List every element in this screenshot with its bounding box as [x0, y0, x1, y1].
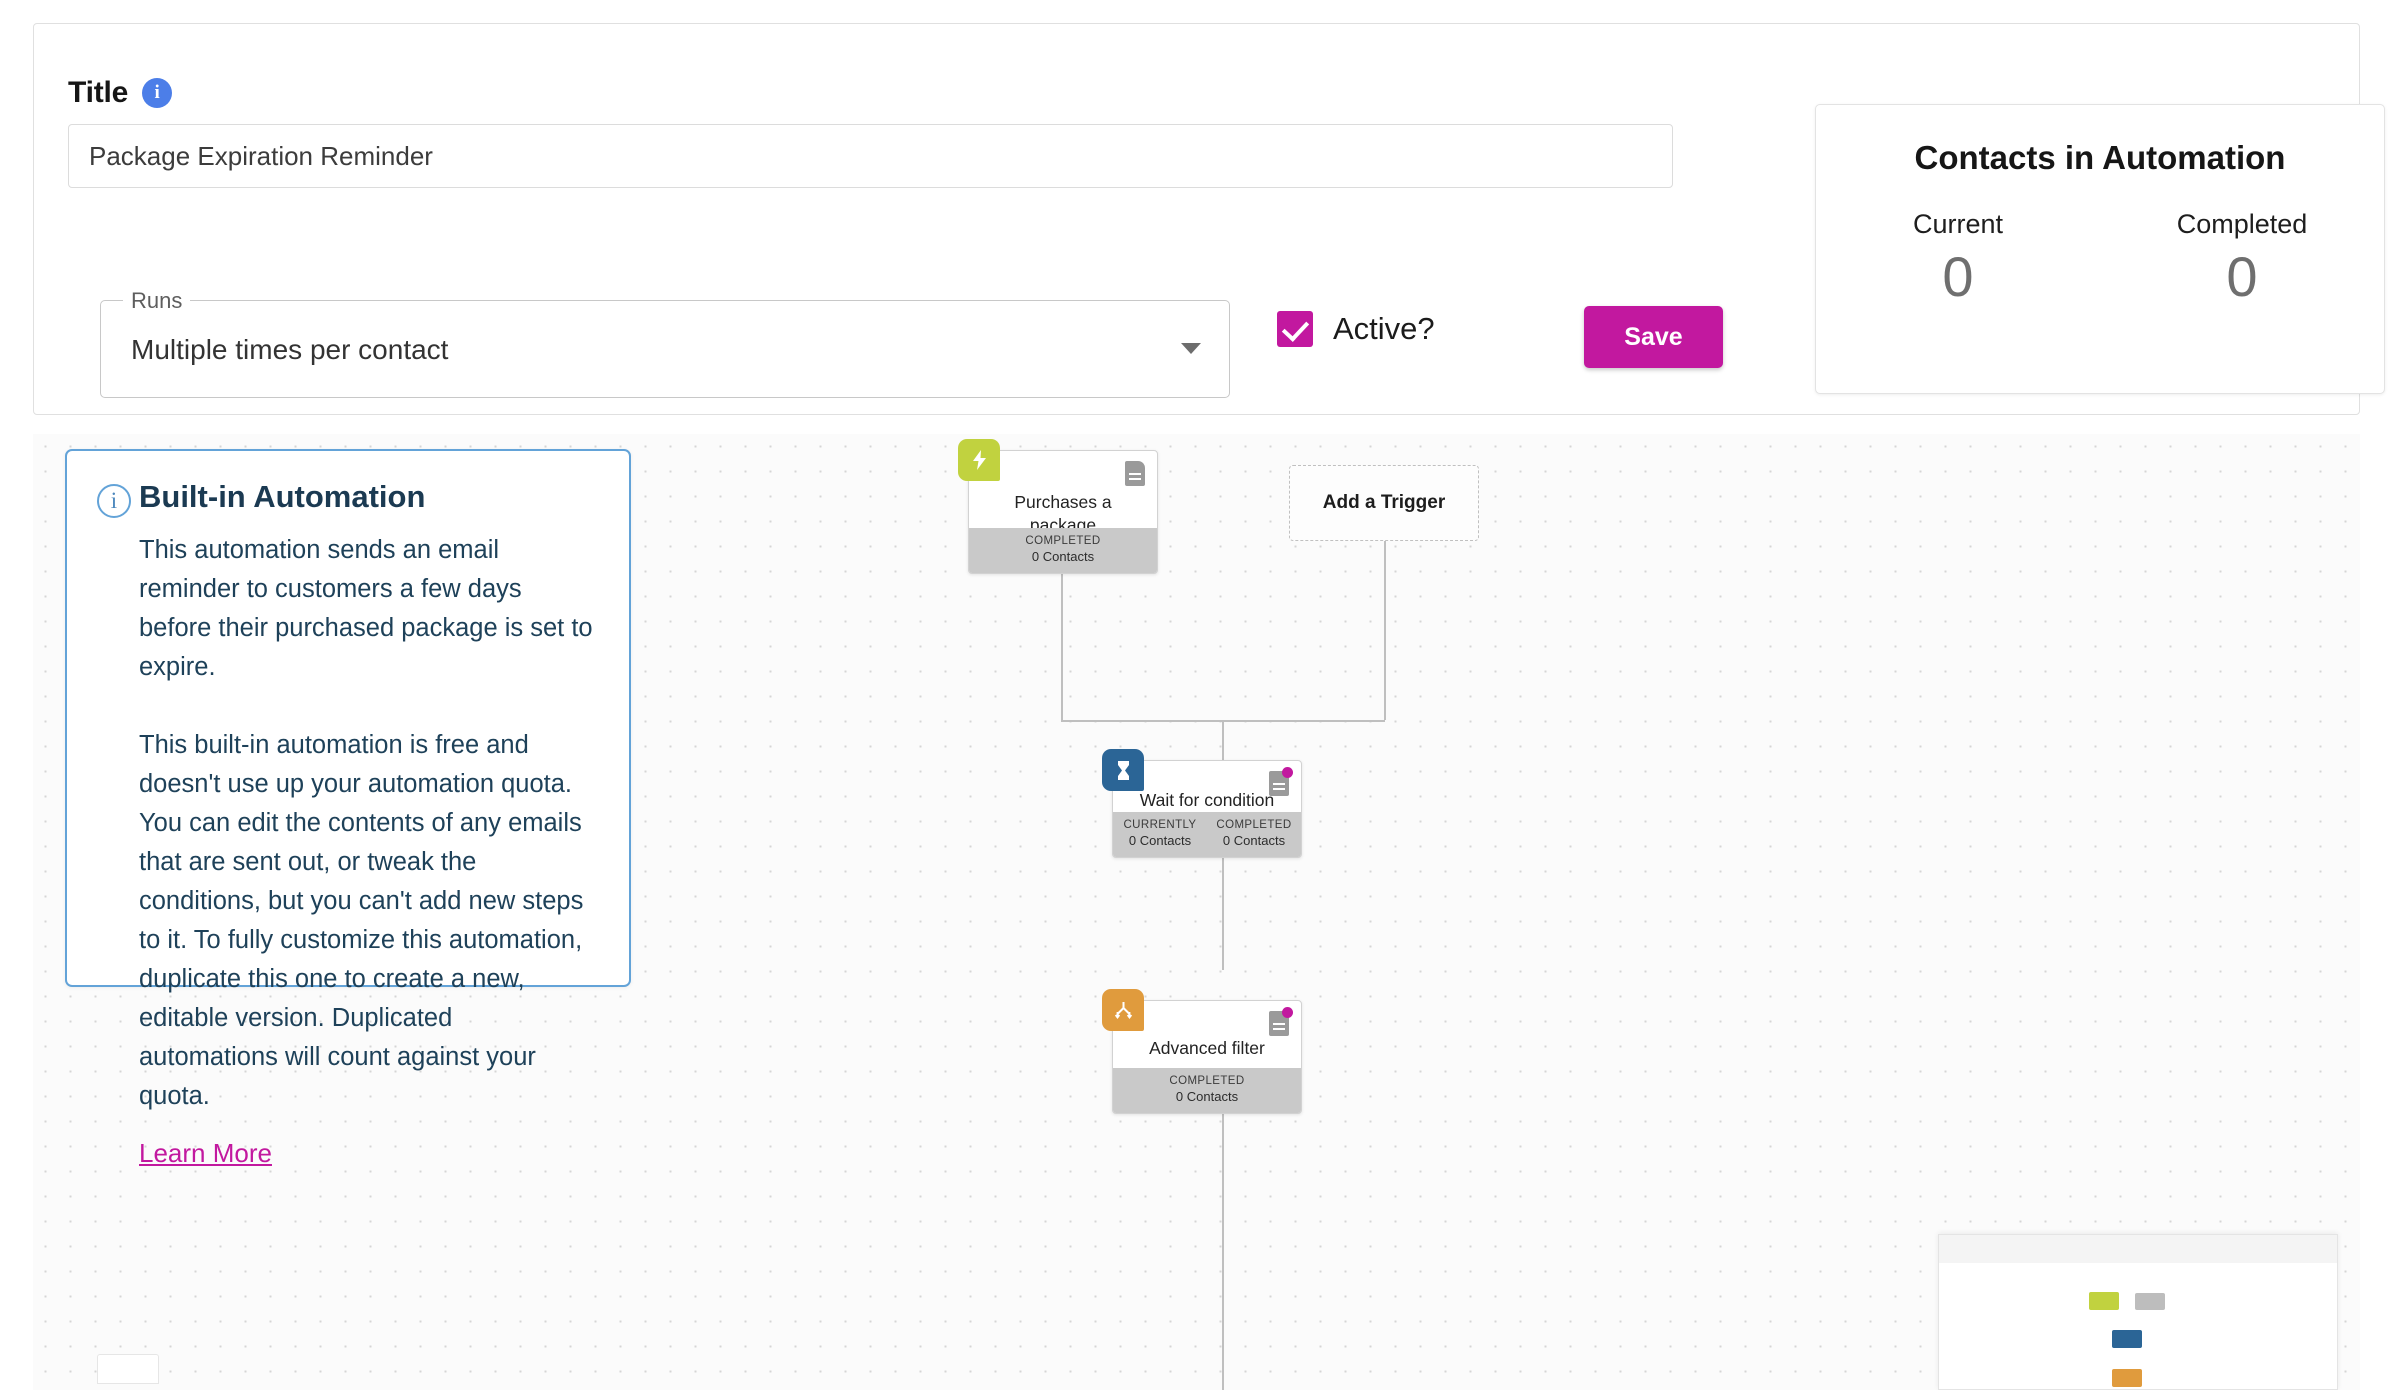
page-title: Title: [68, 76, 129, 109]
info-circle-icon: i: [97, 484, 131, 518]
title-label-row: Title i: [68, 76, 173, 110]
flow-node-title: Add a Trigger: [1322, 492, 1446, 513]
node-notes-icon[interactable]: [1125, 461, 1145, 486]
flow-node-stat: COMPLETED 0 Contacts: [1207, 812, 1301, 857]
builtin-automation-header: Built-in Automation: [67, 451, 629, 515]
contacts-card-title: Contacts in Automation: [1914, 139, 2286, 176]
automation-flow-canvas[interactable]: i Built-in Automation This automation se…: [33, 434, 2360, 1390]
stat-value: 0 Contacts: [1222, 833, 1286, 848]
flow-node-wait-for-condition[interactable]: Wait for condition CURRENTLY 0 Contacts …: [1102, 749, 1302, 858]
flow-node-stat: COMPLETED 0 Contacts: [1113, 1068, 1301, 1113]
connector-trigger-to-wait: [1061, 574, 1063, 720]
runs-selected-value: Multiple times per contact: [131, 334, 449, 365]
node-unsaved-dot-icon: [1282, 1007, 1293, 1018]
connector-filter-to-split: [1222, 1191, 1224, 1390]
stat-value: 0 Contacts: [1175, 1089, 1239, 1104]
minimap-node: [2089, 1292, 2119, 1310]
hourglass-icon: [1102, 749, 1144, 791]
contacts-stat-current: Current 0: [1816, 209, 2100, 309]
branch-filter-icon: [1102, 989, 1144, 1031]
flow-node-advanced-filter[interactable]: Advanced filter COMPLETED 0 Contacts: [1102, 989, 1302, 1114]
canvas-zoom-control[interactable]: [97, 1354, 159, 1384]
flow-node-stat: CURRENTLY 0 Contacts: [1113, 812, 1207, 857]
info-icon[interactable]: i: [142, 78, 173, 108]
stat-label: CURRENTLY: [1123, 819, 1197, 831]
contacts-stat-value: 0: [1942, 245, 1974, 308]
minimap-node: [2135, 1293, 2165, 1310]
builtin-automation-panel: i Built-in Automation This automation se…: [65, 449, 631, 1168]
contacts-stat-value: 0: [2226, 245, 2258, 308]
connector-filter-down: [1222, 1114, 1224, 1191]
active-checkbox-group[interactable]: Active?: [1277, 311, 1435, 347]
connector-join-to-wait: [1222, 720, 1224, 760]
connector-addtrigger-to-wait: [1384, 541, 1386, 720]
canvas-minimap[interactable]: [1938, 1234, 2338, 1390]
flow-node-add-a-trigger[interactable]: Add a Trigger: [1289, 465, 1479, 541]
flow-node-stats: CURRENTLY 0 Contacts COMPLETED 0 Contact…: [1113, 812, 1301, 857]
active-checkbox-label: Active?: [1333, 311, 1435, 346]
builtin-automation-title: Built-in Automation: [139, 479, 426, 514]
stat-label: COMPLETED: [1169, 1075, 1245, 1087]
flow-node-stats: COMPLETED 0 Contacts: [969, 528, 1157, 573]
stat-value: 0 Contacts: [1031, 549, 1095, 564]
minimap-node: [2112, 1369, 2142, 1387]
lightning-bolt-icon: [958, 439, 1000, 481]
chevron-down-icon[interactable]: [1181, 343, 1201, 354]
contacts-stat-label: Current: [1912, 209, 2004, 239]
flow-node-stats: COMPLETED 0 Contacts: [1113, 1068, 1301, 1113]
flow-node-stat: COMPLETED 0 Contacts: [969, 528, 1157, 573]
flow-node-purchases-a-package[interactable]: Purchases a package COMPLETED 0 Contacts: [958, 439, 1158, 574]
flow-node-title: Advanced filter: [1149, 1038, 1265, 1058]
contacts-in-automation-card: Contacts in Automation Current 0 Complet…: [1815, 104, 2385, 394]
connector-wait-to-filter: [1222, 858, 1224, 970]
stat-value: 0 Contacts: [1128, 833, 1192, 848]
automation-settings-panel: Title i Runs Multiple times per contact …: [33, 23, 2385, 415]
runs-legend: Runs: [123, 288, 191, 314]
save-button[interactable]: Save: [1584, 306, 1723, 368]
learn-more-link[interactable]: Learn More: [139, 1138, 272, 1168]
contacts-stat-completed: Completed 0: [2100, 209, 2384, 309]
active-checkbox[interactable]: [1277, 311, 1313, 347]
title-input[interactable]: [68, 124, 1673, 188]
flow-node-title: Wait for condition: [1139, 790, 1275, 810]
minimap-node: [2112, 1330, 2142, 1348]
contacts-stat-label: Completed: [2176, 209, 2308, 239]
builtin-automation-description: This automation sends an email reminder …: [139, 536, 593, 1110]
node-unsaved-dot-icon: [1282, 767, 1293, 778]
stat-label: COMPLETED: [1025, 535, 1101, 547]
runs-select[interactable]: Runs Multiple times per contact: [100, 288, 1230, 398]
contacts-stats-row: Current 0 Completed 0: [1816, 209, 2384, 309]
minimap-header: [1939, 1235, 2337, 1263]
stat-label: COMPLETED: [1216, 819, 1292, 831]
